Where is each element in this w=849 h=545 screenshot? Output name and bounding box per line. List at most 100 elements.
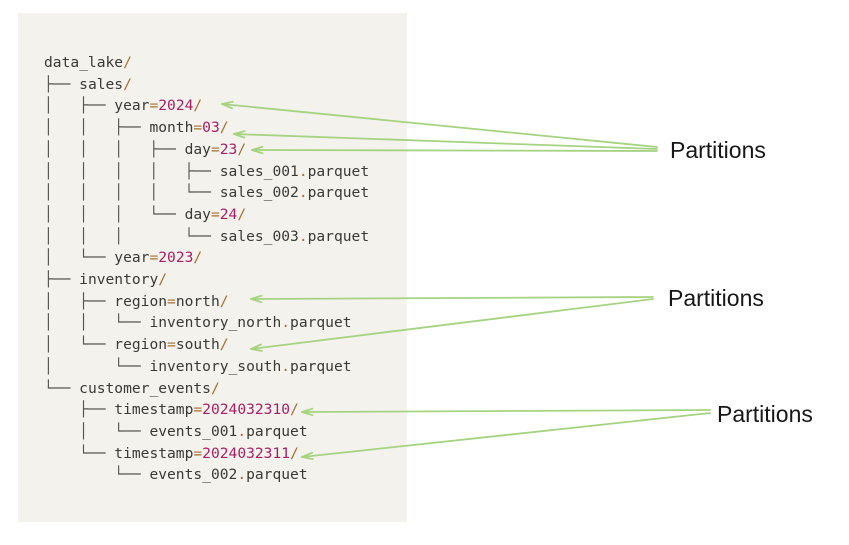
path-punctuation: / — [123, 54, 132, 71]
path-name: sales_001 — [219, 162, 299, 180]
path-name: data_lake — [44, 54, 124, 71]
tree-connector: ├── — [44, 401, 115, 419]
tree-row: │ └── year=2023/ — [44, 249, 202, 266]
tree-connector: └── — [44, 379, 80, 397]
partition-value: 23 — [219, 140, 238, 158]
partition-value: 03 — [202, 119, 220, 137]
partition-value: 2024 — [158, 97, 194, 115]
partitions-label: Partitions — [670, 137, 766, 163]
path-name: sales — [79, 75, 124, 93]
tree-row: data_lake/ — [44, 54, 132, 71]
partition-value: 2024032310 — [202, 401, 291, 419]
tree-connector: │ └── — [44, 336, 115, 354]
path-punctuation: = — [149, 97, 159, 115]
path-punctuation: . — [298, 162, 308, 180]
tree-row: ├── sales/ — [44, 76, 132, 93]
tree-row: │ │ │ └── sales_003.parquet — [44, 228, 369, 245]
path-punctuation: = — [193, 444, 203, 462]
path-punctuation: / — [219, 119, 229, 137]
path-name: year — [114, 97, 150, 115]
path-punctuation: . — [298, 184, 308, 202]
tree-connector: │ │ │ │ └── — [44, 184, 220, 202]
partition-value: 24 — [219, 205, 238, 223]
path-punctuation: = — [210, 205, 220, 223]
tree-connector: ├── — [44, 271, 80, 289]
tree-connector: │ └── — [44, 249, 115, 267]
tree-connector: │ │ │ ├── — [44, 140, 185, 158]
path-name: inventory_north — [149, 314, 282, 332]
tree-row: └── customer_events/ — [44, 380, 220, 397]
path-name: year — [114, 249, 150, 267]
tree-connector: │ ├── — [44, 97, 115, 115]
tree-row: │ │ │ ├── day=23/ — [44, 141, 246, 158]
path-name: sales_002 — [219, 184, 299, 202]
tree-connector: │ │ │ └── — [44, 205, 185, 223]
path-punctuation: / — [219, 292, 229, 310]
path-name: timestamp — [114, 444, 194, 462]
partition-value: 2024032311 — [202, 444, 291, 462]
path-punctuation: . — [281, 357, 291, 375]
path-name: south — [175, 336, 220, 354]
path-name: parquet — [307, 184, 370, 202]
path-punctuation: / — [210, 379, 220, 397]
partition-value: 2023 — [158, 249, 194, 267]
tree-row: │ │ │ │ ├── sales_001.parquet — [44, 163, 369, 180]
path-punctuation: = — [149, 249, 159, 267]
path-name: parquet — [246, 466, 308, 484]
path-punctuation: / — [290, 401, 299, 419]
tree-row: │ │ │ └── day=24/ — [44, 206, 246, 223]
tree-row: │ │ └── inventory_north.parquet — [44, 314, 352, 331]
path-punctuation: / — [193, 249, 203, 267]
tree-row: │ └── events_001.parquet — [44, 422, 308, 440]
partitions-label: Partitions — [668, 285, 764, 311]
path-name: region — [114, 292, 168, 310]
tree-connector: ├── — [44, 75, 80, 93]
tree-connector: │ └── — [44, 422, 150, 440]
path-name: parquet — [290, 314, 352, 332]
tree-connector: │ │ │ │ ├── — [44, 162, 220, 180]
tree-row: ├── inventory/ — [44, 271, 167, 288]
tree-connector: │ │ └── — [44, 314, 150, 332]
path-punctuation: . — [281, 314, 291, 332]
path-name: day — [184, 140, 211, 158]
path-punctuation: . — [237, 466, 247, 484]
path-name: day — [184, 205, 211, 223]
tree-row: │ │ │ │ └── sales_002.parquet — [44, 184, 369, 201]
tree-connector: │ ├── — [44, 292, 115, 310]
tree-row: ├── timestamp=2024032310/ — [44, 401, 299, 418]
partitions-label: Partitions — [717, 401, 813, 427]
path-punctuation: / — [123, 75, 132, 93]
path-punctuation: / — [219, 336, 229, 354]
path-name: parquet — [290, 357, 352, 375]
path-name: customer_events — [79, 379, 211, 397]
tree-connector: │ └── — [44, 357, 150, 375]
tree-connector: └── — [44, 466, 150, 484]
path-name: north — [175, 292, 220, 310]
tree-connector: │ │ ├── — [44, 119, 150, 137]
path-punctuation: = — [167, 292, 176, 310]
path-name: region — [114, 336, 168, 354]
tree-row: │ ├── region=north/ — [44, 293, 229, 310]
tree-row: │ └── region=south/ — [44, 336, 229, 353]
path-punctuation: = — [193, 401, 203, 419]
tree-connector: └── — [44, 444, 115, 462]
path-punctuation: / — [237, 205, 247, 223]
tree-connector: │ │ │ └── — [44, 227, 220, 245]
path-name: timestamp — [114, 401, 194, 419]
tree-row: │ └── inventory_south.parquet — [44, 358, 352, 375]
path-punctuation: / — [237, 140, 247, 158]
directory-tree: data_lake/ ├── sales/ │ ├── year=2024/ │… — [18, 13, 407, 486]
path-punctuation: / — [193, 97, 203, 115]
path-punctuation: . — [237, 422, 247, 440]
path-punctuation: = — [193, 119, 203, 137]
path-punctuation: = — [210, 140, 220, 158]
path-name: parquet — [307, 162, 370, 180]
tree-row: └── timestamp=2024032311/ — [44, 445, 299, 462]
path-name: parquet — [246, 422, 308, 440]
path-name: month — [149, 119, 194, 137]
file-tree-panel: data_lake/ ├── sales/ │ ├── year=2024/ │… — [18, 13, 407, 522]
path-name: sales_003 — [219, 227, 299, 245]
path-name: inventory_south — [149, 357, 282, 375]
path-punctuation: / — [158, 271, 168, 289]
tree-row: └── events_002.parquet — [44, 466, 308, 484]
